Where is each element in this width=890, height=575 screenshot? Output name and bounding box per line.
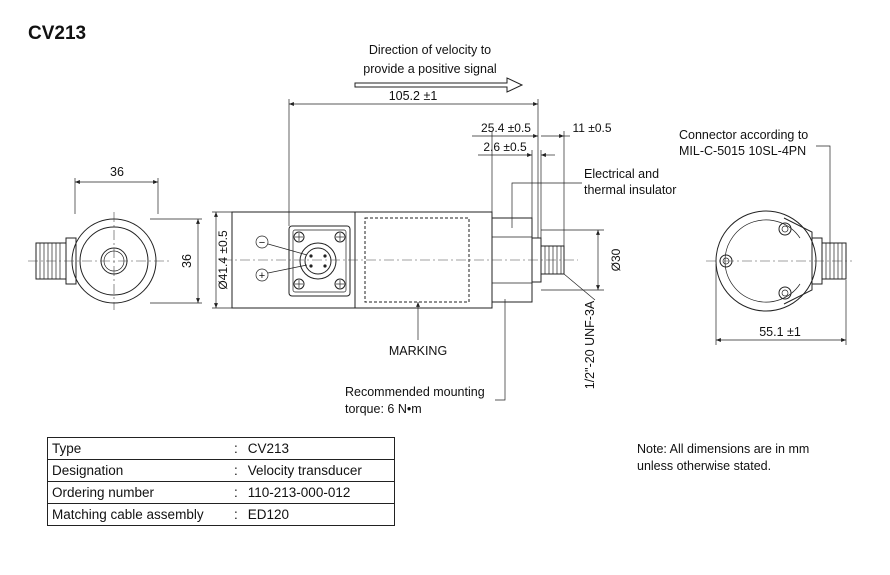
dim-length: 105.2 ±1 bbox=[389, 89, 438, 103]
dimension-note: Note: All dimensions are in mm unless ot… bbox=[637, 441, 809, 475]
spec-value: CV213 bbox=[243, 437, 395, 460]
table-row: Designation : Velocity transducer bbox=[47, 459, 395, 482]
dim-36-side: 36 bbox=[180, 254, 194, 268]
spec-separator: : bbox=[232, 437, 244, 460]
connector-label-2: MIL-C-5015 10SL-4PN bbox=[679, 144, 806, 158]
screw-icon bbox=[293, 231, 305, 243]
direction-arrow bbox=[354, 77, 524, 93]
table-row: Matching cable assembly : ED120 bbox=[47, 503, 395, 526]
dim-41-4: Ø41.4 ±0.5 bbox=[216, 230, 230, 290]
spec-separator: : bbox=[232, 503, 244, 526]
dim-2-6: 2.6 ±0.5 bbox=[483, 140, 527, 154]
spec-key: Ordering number bbox=[47, 481, 232, 504]
spec-key: Designation bbox=[47, 459, 232, 482]
table-row: Type : CV213 bbox=[47, 437, 395, 460]
thread-label: 1/2"-20 UNF-3A bbox=[583, 300, 597, 389]
screw-icon bbox=[293, 278, 305, 290]
spec-value: ED120 bbox=[243, 503, 395, 526]
main-side-view bbox=[212, 99, 604, 401]
marking-label: MARKING bbox=[389, 344, 447, 358]
screw-icon bbox=[778, 222, 792, 236]
note-line-2: unless otherwise stated. bbox=[637, 459, 772, 473]
dim-55-1: 55.1 ±1 bbox=[759, 325, 801, 339]
spec-separator: : bbox=[232, 481, 244, 504]
page-title: CV213 bbox=[28, 23, 87, 44]
spec-value: 110-213-000-012 bbox=[243, 481, 395, 504]
torque-label-2: torque: 6 N•m bbox=[345, 402, 422, 416]
dim-36-top: 36 bbox=[110, 165, 124, 179]
right-end-view bbox=[706, 145, 852, 345]
note-line-1: Note: All dimensions are in mm bbox=[637, 442, 810, 456]
dim-30: Ø30 bbox=[609, 248, 623, 271]
spec-separator: : bbox=[232, 459, 244, 482]
direction-label-2: provide a positive signal bbox=[363, 62, 496, 76]
dim-11: 11 ±0.5 bbox=[572, 121, 611, 135]
table-row: Ordering number : 110-213-000-012 bbox=[47, 481, 395, 504]
dim-25-4: 25.4 ±0.5 bbox=[481, 121, 531, 135]
insulator-label-1: Electrical and bbox=[584, 167, 659, 181]
spec-value: Velocity transducer bbox=[243, 459, 395, 482]
spec-table: Type : CV213 Designation : Velocity tran… bbox=[47, 437, 395, 526]
screw-icon bbox=[334, 231, 346, 243]
screw-icon bbox=[778, 286, 792, 300]
insulator-label-2: thermal insulator bbox=[584, 183, 676, 197]
pin-plus-label: + bbox=[259, 270, 265, 282]
direction-label-1: Direction of velocity to bbox=[369, 43, 491, 57]
left-end-view bbox=[28, 178, 202, 310]
connector-label-1: Connector according to bbox=[679, 128, 808, 142]
spec-key: Matching cable assembly bbox=[47, 503, 232, 526]
spec-key: Type bbox=[47, 437, 232, 460]
pin-minus-label: − bbox=[259, 237, 265, 249]
screw-icon bbox=[334, 278, 346, 290]
torque-label-1: Recommended mounting bbox=[345, 385, 485, 399]
